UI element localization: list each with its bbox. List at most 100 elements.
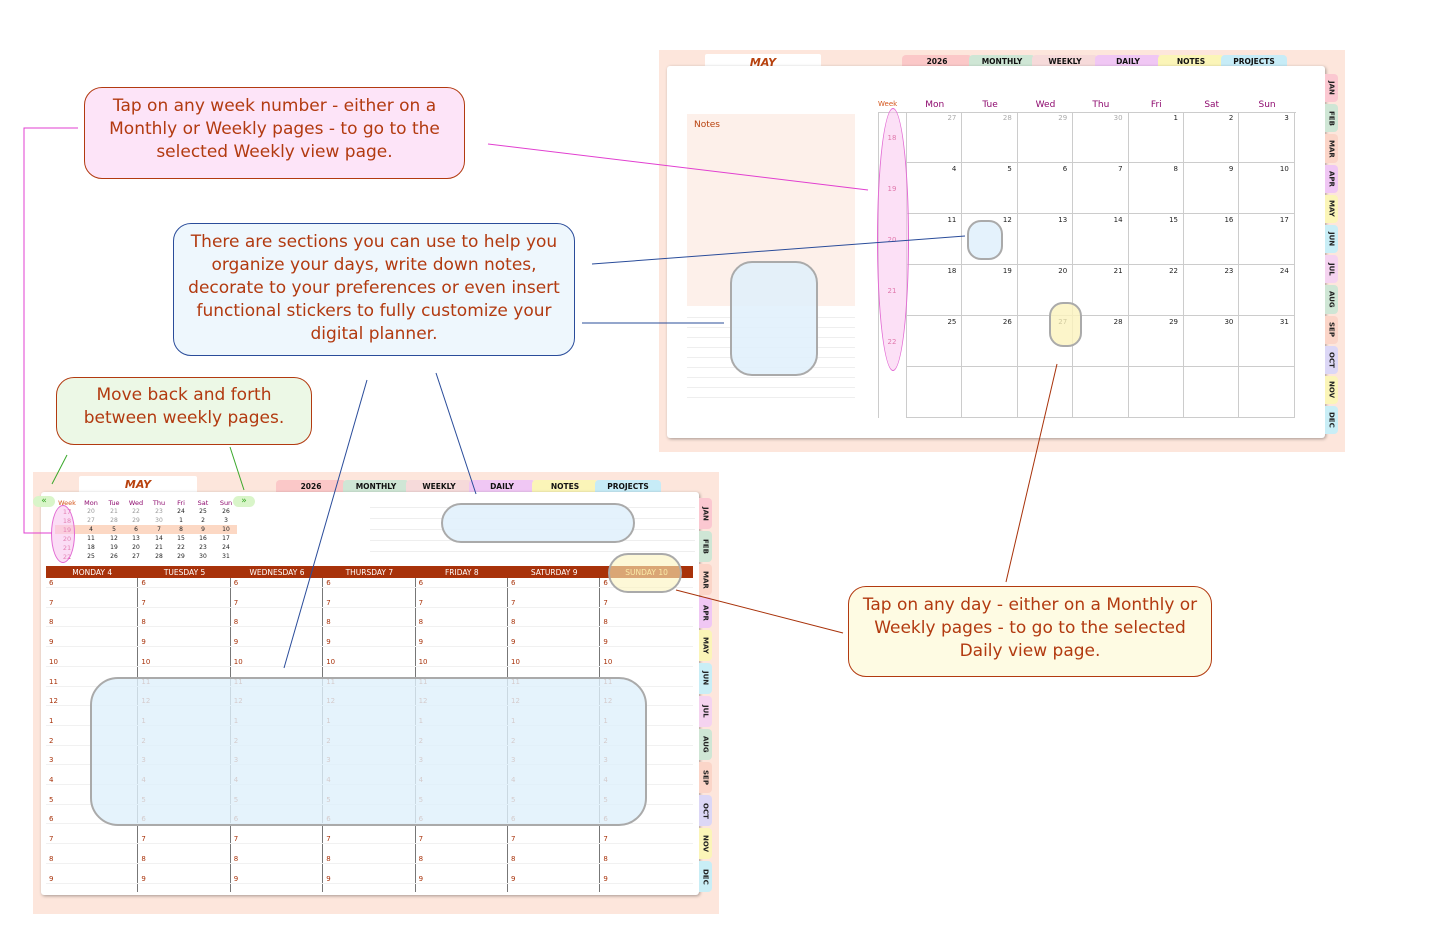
mini-day[interactable]: 15	[177, 535, 185, 542]
day-cell[interactable]	[962, 367, 1018, 418]
day-cell[interactable]: 30	[1073, 112, 1129, 163]
mini-day[interactable]: 17	[222, 535, 230, 542]
day-cell[interactable]	[1128, 367, 1184, 418]
day-cell[interactable]: 7	[1073, 163, 1129, 214]
day-cell[interactable]	[1073, 367, 1129, 418]
day-cell[interactable]: 10	[1239, 163, 1295, 214]
month-tab-apr[interactable]: APR	[699, 597, 712, 628]
day-header[interactable]: WEDNESDAY 6	[249, 568, 305, 577]
mini-day[interactable]: 22	[177, 544, 185, 551]
tab-daily[interactable]: DAILY	[469, 480, 535, 493]
day-header[interactable]: MONDAY 4	[72, 568, 113, 577]
day-cell[interactable]	[1184, 367, 1240, 418]
mini-day[interactable]: 10	[222, 526, 230, 533]
mini-day[interactable]: 23	[199, 544, 207, 551]
day-cell[interactable]	[1017, 367, 1074, 418]
tab-daily[interactable]: DAILY	[1095, 55, 1161, 68]
month-tab-jan[interactable]: JAN	[699, 498, 712, 529]
month-tab-dec[interactable]: DEC	[699, 861, 712, 892]
mini-day[interactable]: 9	[201, 526, 205, 533]
day-cell[interactable]: 2	[1184, 112, 1240, 163]
month-tab-jun[interactable]: JUN	[1325, 224, 1338, 254]
month-tab-nov[interactable]: NOV	[1325, 375, 1338, 405]
day-cell[interactable]: 6	[1017, 163, 1074, 214]
mini-day[interactable]: 26	[110, 553, 118, 560]
day-cell[interactable]	[1239, 367, 1295, 418]
mini-day[interactable]: 21	[110, 508, 118, 515]
day-cell[interactable]: 8	[1128, 163, 1184, 214]
mini-day[interactable]: 18	[87, 544, 95, 551]
mini-day[interactable]: 26	[222, 508, 230, 515]
day-cell[interactable]: 16	[1184, 214, 1240, 265]
month-tab-nov[interactable]: NOV	[699, 828, 712, 859]
tab-weekly[interactable]: WEEKLY	[1032, 55, 1098, 68]
month-tab-dec[interactable]: DEC	[1325, 406, 1338, 435]
tab-weekly[interactable]: WEEKLY	[406, 480, 472, 493]
tab-notes[interactable]: NOTES	[532, 480, 598, 493]
mini-day[interactable]: 12	[110, 535, 118, 542]
tab-notes[interactable]: NOTES	[1158, 55, 1224, 68]
day-cell[interactable]: 1	[1128, 112, 1184, 163]
tab-projects[interactable]: PROJECTS	[1221, 55, 1287, 68]
day-cell[interactable]: 27	[907, 112, 963, 163]
day-cell[interactable]: 12	[962, 214, 1018, 265]
day-cell[interactable]: 5	[962, 163, 1018, 214]
tab-monthly[interactable]: MONTHLY	[969, 55, 1035, 68]
day-cell[interactable]: 22	[1128, 265, 1184, 316]
day-cell[interactable]: 25	[907, 316, 963, 367]
day-cell[interactable]: 23	[1184, 265, 1240, 316]
month-tab-jul[interactable]: JUL	[1325, 255, 1338, 284]
day-cell[interactable]: 18	[907, 265, 963, 316]
day-header[interactable]: TUESDAY 5	[163, 568, 206, 577]
day-cell[interactable]: 9	[1184, 163, 1240, 214]
month-tab-feb[interactable]: FEB	[1325, 104, 1338, 133]
month-tab-aug[interactable]: AUG	[1325, 285, 1338, 314]
mini-day[interactable]: 24	[177, 508, 185, 515]
day-cell[interactable]: 24	[1239, 265, 1295, 316]
day-cell[interactable]: 28	[1073, 316, 1129, 367]
month-tab-mar[interactable]: MAR	[1325, 134, 1338, 163]
day-cell[interactable]: 4	[907, 163, 963, 214]
mini-day[interactable]: 1	[179, 517, 183, 524]
day-cell[interactable]	[907, 367, 963, 418]
mini-day[interactable]: 13	[132, 535, 140, 542]
month-tab-jul[interactable]: JUL	[699, 696, 712, 727]
day-cell[interactable]: 13	[1017, 214, 1074, 265]
tab-2026[interactable]: 2026	[902, 55, 972, 68]
tab-projects[interactable]: PROJECTS	[595, 480, 661, 493]
day-cell[interactable]: 17	[1239, 214, 1295, 265]
mini-day[interactable]: 20	[87, 508, 95, 515]
month-tab-jan[interactable]: JAN	[1325, 74, 1338, 103]
month-tab-sep[interactable]: SEP	[699, 762, 712, 793]
mini-day[interactable]: 16	[199, 535, 207, 542]
day-cell[interactable]: 30	[1184, 316, 1240, 367]
mini-day[interactable]: 6	[134, 526, 138, 533]
mini-day[interactable]: 24	[222, 544, 230, 551]
mini-day[interactable]: 5	[112, 526, 116, 533]
mini-day[interactable]: 27	[132, 553, 140, 560]
mini-day[interactable]: 11	[87, 535, 95, 542]
mini-day[interactable]: 30	[155, 517, 163, 524]
month-tab-oct[interactable]: OCT	[1325, 345, 1338, 374]
month-tab-sep[interactable]: SEP	[1325, 315, 1338, 344]
month-tab-may[interactable]: MAY	[1325, 194, 1338, 223]
mini-day[interactable]: 31	[222, 553, 230, 560]
month-tab-aug[interactable]: AUG	[699, 729, 712, 760]
month-tab-may[interactable]: MAY	[699, 630, 712, 661]
month-tab-apr[interactable]: APR	[1325, 164, 1338, 193]
mini-day[interactable]: 28	[110, 517, 118, 524]
day-cell[interactable]: 29	[1128, 316, 1184, 367]
prev-week-button[interactable]: «	[33, 496, 55, 507]
day-header[interactable]: SATURDAY 9	[530, 568, 578, 577]
mini-day[interactable]: 21	[155, 544, 163, 551]
day-cell[interactable]: 14	[1073, 214, 1129, 265]
mini-day[interactable]: 23	[155, 508, 163, 515]
mini-day[interactable]: 8	[179, 526, 183, 533]
day-cell[interactable]: 28	[962, 112, 1018, 163]
day-cell[interactable]: 11	[907, 214, 963, 265]
month-tab-oct[interactable]: OCT	[699, 795, 712, 826]
month-tab-feb[interactable]: FEB	[699, 531, 712, 562]
month-tab-mar[interactable]: MAR	[699, 564, 712, 595]
mini-day[interactable]: 25	[199, 508, 207, 515]
tab-2026[interactable]: 2026	[276, 480, 346, 493]
